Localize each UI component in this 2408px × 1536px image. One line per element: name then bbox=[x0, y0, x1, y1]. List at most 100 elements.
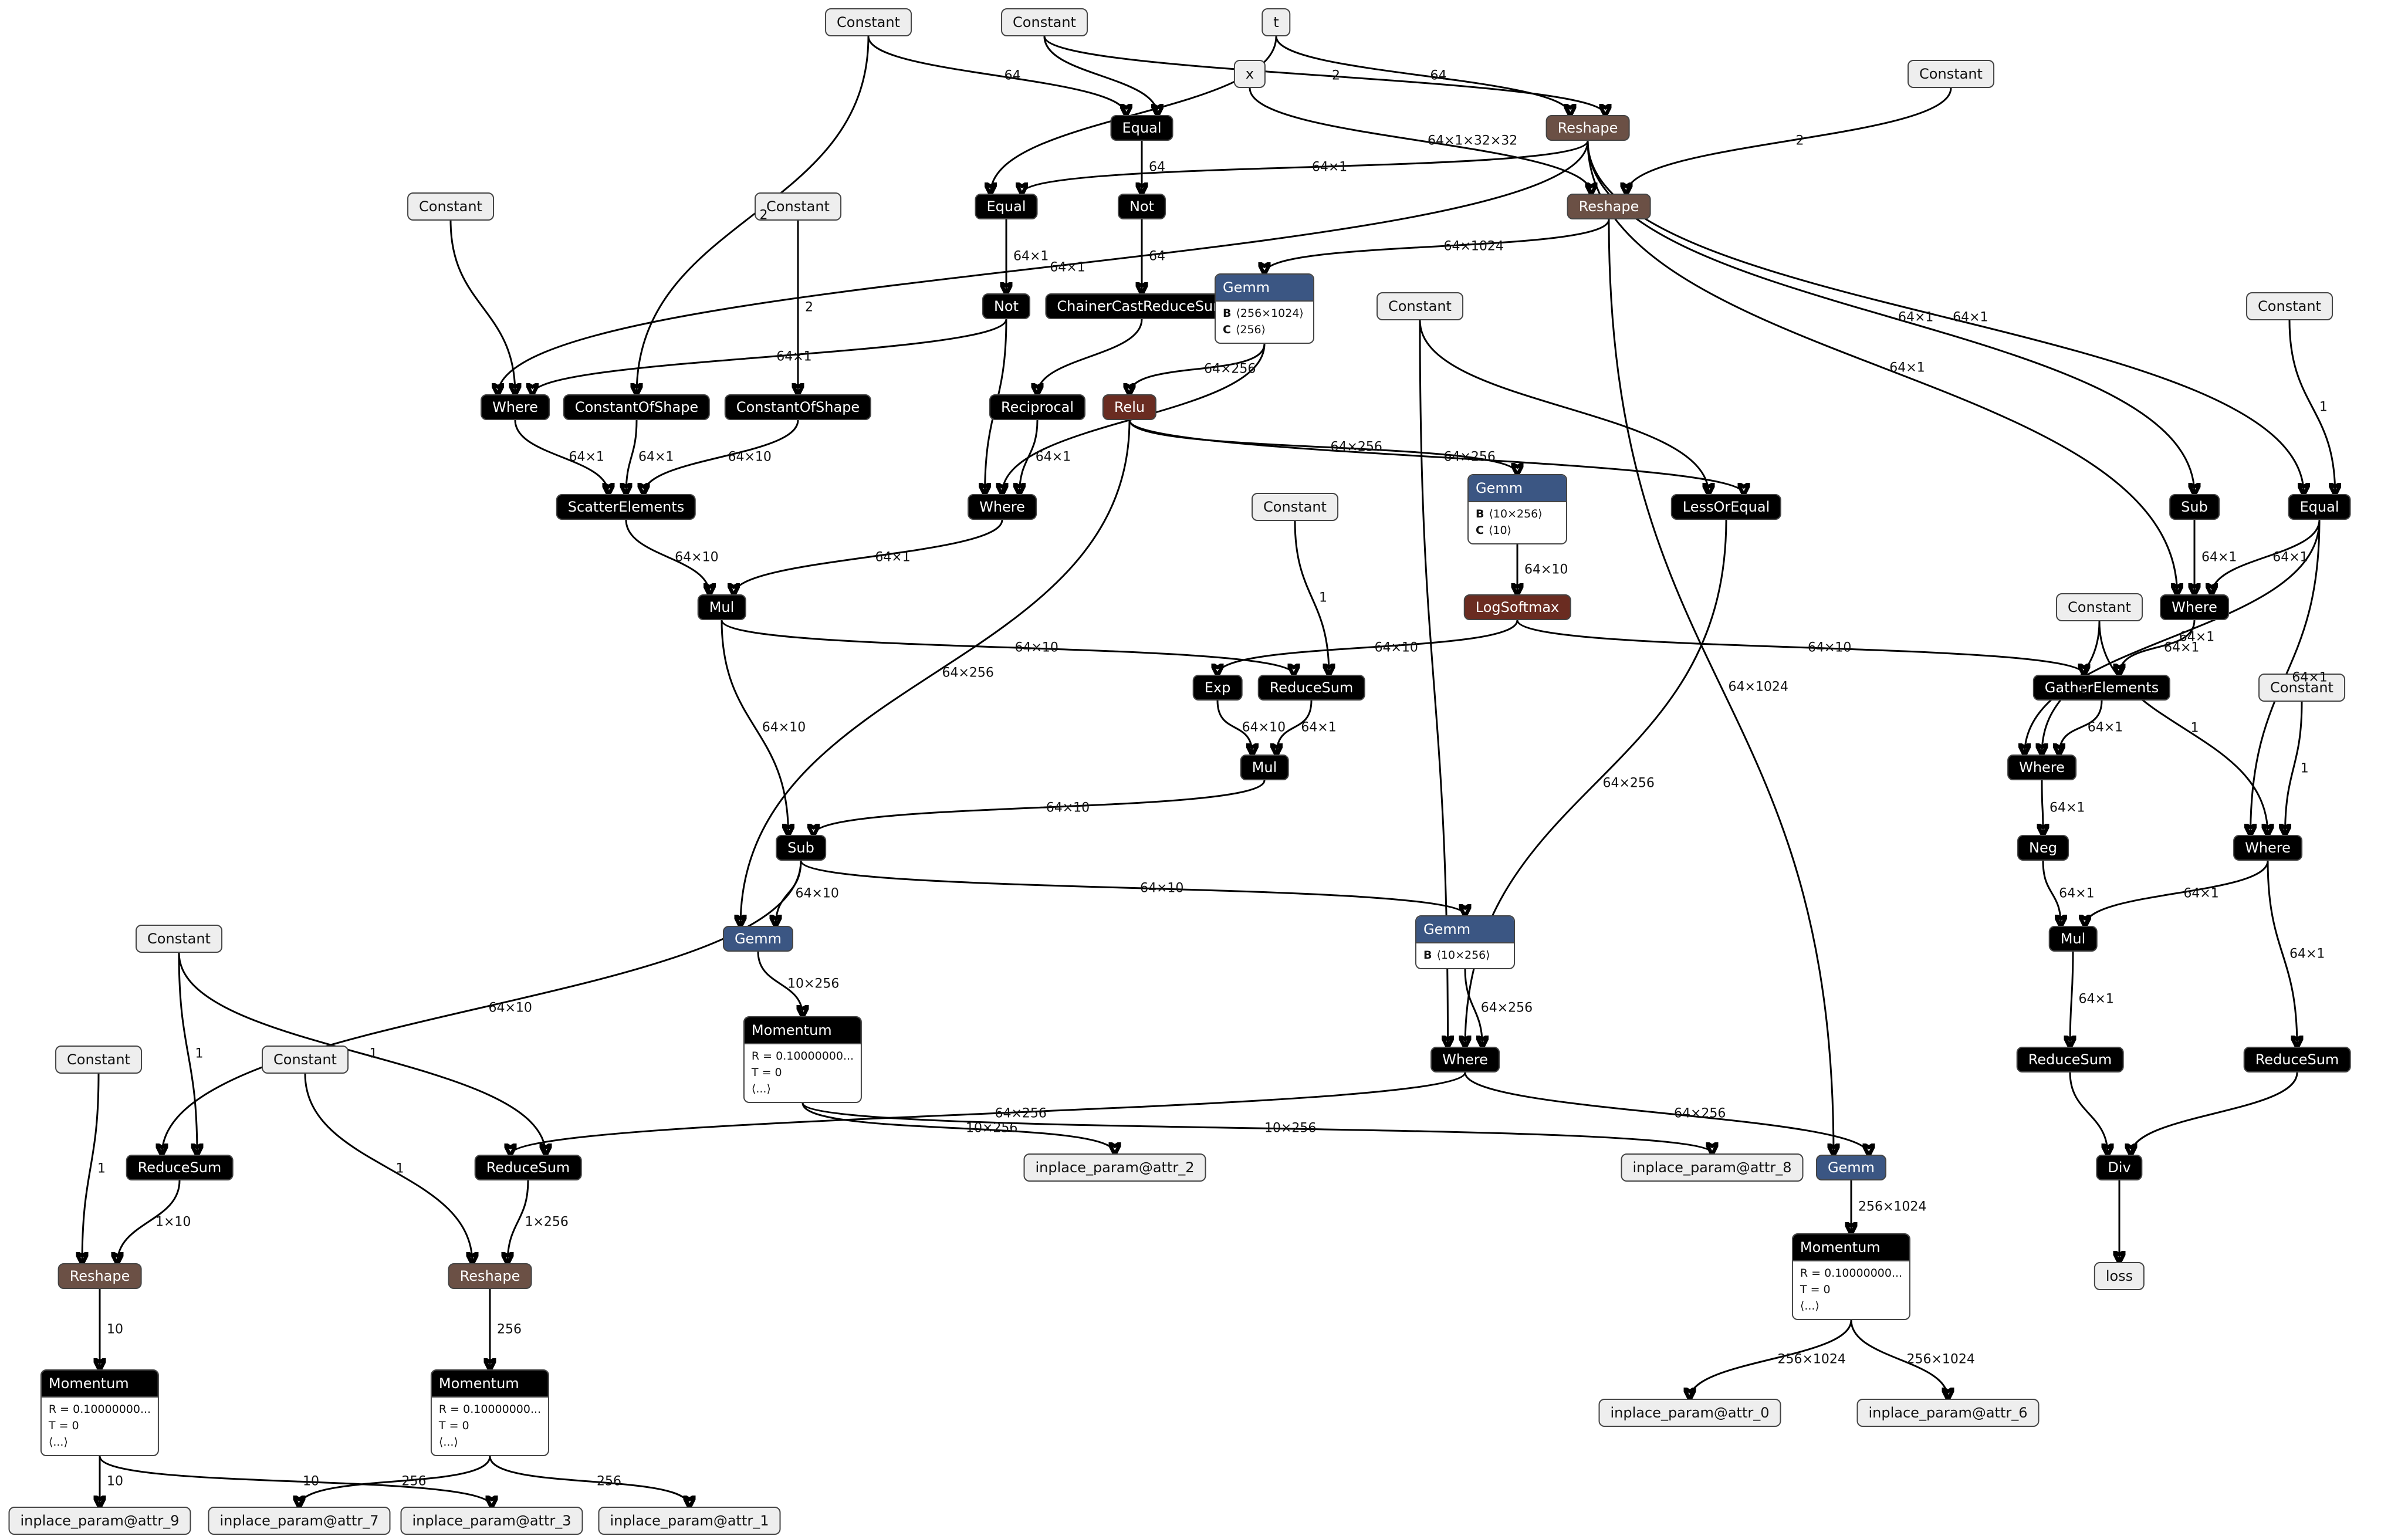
node-const-right-2[interactable]: Constant bbox=[2246, 292, 2333, 320]
node-chainer-cast[interactable]: ChainerCastReduceSum bbox=[1045, 293, 1239, 319]
node-logsoftmax[interactable]: LogSoftmax bbox=[1463, 594, 1571, 620]
node-const-left-4[interactable]: Constant bbox=[262, 1046, 349, 1074]
node-where-1[interactable]: Where bbox=[481, 394, 550, 420]
node-param-attr-2[interactable]: inplace_param@attr_2 bbox=[1023, 1153, 1206, 1182]
node-div[interactable]: Div bbox=[2096, 1155, 2143, 1180]
edge-gemm-4-to-where-3 bbox=[1464, 969, 1482, 1047]
node-reducesum-l2[interactable]: ReduceSum bbox=[474, 1155, 582, 1180]
node-reshape-t[interactable]: Reshape bbox=[1545, 115, 1630, 141]
node-mul-1[interactable]: Mul bbox=[697, 594, 746, 620]
node-attribute-row: B⟨10×256⟩ bbox=[1476, 506, 1559, 522]
node-reducesum-right-1[interactable]: ReduceSum bbox=[2016, 1047, 2124, 1073]
node-param-attr-7[interactable]: inplace_param@attr_7 bbox=[208, 1507, 391, 1535]
node-where-2[interactable]: Where bbox=[968, 494, 1037, 520]
node-param-attr-9[interactable]: inplace_param@attr_9 bbox=[8, 1507, 191, 1535]
node-sub-right[interactable]: Sub bbox=[2169, 494, 2220, 520]
edge-mul-2-to-sub-1 bbox=[813, 780, 1266, 835]
node-constofshape-2[interactable]: ConstantOfShape bbox=[724, 394, 872, 420]
edge-label: 64 bbox=[1149, 249, 1165, 264]
node-const-mid-1[interactable]: Constant bbox=[755, 192, 841, 221]
node-equal-top[interactable]: Equal bbox=[1110, 115, 1173, 141]
node-attribute-row: R = 0.10000000... bbox=[1800, 1265, 1902, 1281]
node-gemm-3[interactable]: Gemm bbox=[722, 926, 794, 952]
node-const-right-3[interactable]: Constant bbox=[2056, 593, 2143, 621]
node-attributes: R = 0.10000000...T = 0 ⟨...⟩ bbox=[432, 1398, 548, 1455]
node-const-top-b[interactable]: Constant bbox=[1001, 8, 1088, 36]
node-const-left-2[interactable]: Constant bbox=[136, 925, 222, 953]
edge-where-right-2-to-neg bbox=[2042, 780, 2043, 835]
edge-label: 64×1 bbox=[1013, 249, 1049, 264]
node-attribute-row: C⟨256⟩ bbox=[1223, 322, 1306, 338]
node-param-attr-8[interactable]: inplace_param@attr_8 bbox=[1621, 1153, 1804, 1182]
node-where-right-1[interactable]: Where bbox=[2160, 594, 2229, 620]
edge-label: 64×1 bbox=[2292, 670, 2328, 685]
node-gemm-5[interactable]: Gemm bbox=[1815, 1155, 1887, 1180]
edge-const-left-2-to-reducesum-l2 bbox=[178, 952, 546, 1155]
node-reshape-l2[interactable]: Reshape bbox=[448, 1263, 532, 1289]
node-reducesum-l1[interactable]: ReduceSum bbox=[126, 1155, 234, 1180]
edge-sub-1-to-gemm-4 bbox=[800, 860, 1465, 915]
node-constofshape-1[interactable]: ConstantOfShape bbox=[563, 394, 711, 420]
node-const-mid-2[interactable]: Constant bbox=[1377, 292, 1463, 320]
node-const-mid-3[interactable]: Constant bbox=[1252, 493, 1338, 521]
node-where-right-3[interactable]: Where bbox=[2233, 835, 2302, 861]
node-attribute-row: ⟨...⟩ bbox=[1800, 1298, 1902, 1314]
node-relu[interactable]: Relu bbox=[1102, 394, 1157, 420]
node-sub-1[interactable]: Sub bbox=[776, 835, 826, 861]
node-const-right-4[interactable]: Constant bbox=[2258, 674, 2345, 702]
attribute-key: C bbox=[1223, 323, 1231, 336]
node-where-right-2[interactable]: Where bbox=[2007, 755, 2076, 780]
node-param-attr-6[interactable]: inplace_param@attr_6 bbox=[1856, 1399, 2040, 1427]
node-const-left-1[interactable]: Constant bbox=[407, 192, 494, 221]
node-where-3[interactable]: Where bbox=[1430, 1047, 1500, 1073]
edge-label: 64×256 bbox=[1330, 439, 1382, 455]
node-reducesum-1[interactable]: ReduceSum bbox=[1257, 675, 1365, 701]
edge-label: 64×1 bbox=[2059, 886, 2095, 901]
node-const-top-a[interactable]: Constant bbox=[825, 8, 912, 36]
node-reducesum-right-2[interactable]: ReduceSum bbox=[2243, 1047, 2351, 1073]
node-mul-2[interactable]: Mul bbox=[1240, 755, 1289, 780]
node-param-attr-0[interactable]: inplace_param@attr_0 bbox=[1598, 1399, 1781, 1427]
node-reshape-x[interactable]: Reshape bbox=[1567, 194, 1651, 219]
edge-mul-1-to-reducesum-1 bbox=[721, 620, 1294, 675]
node-loss[interactable]: loss bbox=[2094, 1262, 2145, 1290]
node-attributes: R = 0.10000000...T = 0 ⟨...⟩ bbox=[1793, 1261, 1909, 1319]
node-not-1[interactable]: Not bbox=[1117, 194, 1166, 219]
node-neg[interactable]: Neg bbox=[2017, 835, 2069, 861]
attribute-value: T = 0 bbox=[751, 1066, 782, 1079]
node-equal-2[interactable]: Equal bbox=[975, 194, 1038, 219]
node-exp[interactable]: Exp bbox=[1192, 675, 1243, 701]
node-const-top-right[interactable]: Constant bbox=[1908, 60, 1994, 88]
node-input-x[interactable]: x bbox=[1233, 60, 1266, 88]
attribute-key: B bbox=[1476, 508, 1484, 520]
edge-label: 2 bbox=[805, 300, 813, 315]
edge-label: 10×256 bbox=[787, 976, 840, 992]
node-gather[interactable]: GatherElements bbox=[2032, 675, 2171, 701]
node-param-attr-1[interactable]: inplace_param@attr_1 bbox=[598, 1507, 781, 1535]
node-param-attr-3[interactable]: inplace_param@attr_3 bbox=[400, 1507, 583, 1535]
edge-label: 1 bbox=[2300, 761, 2309, 776]
edge-momentum-4-to-param-attr-1 bbox=[489, 1456, 689, 1507]
node-reciprocal[interactable]: Reciprocal bbox=[989, 394, 1086, 420]
edge-reshape-t-to-equal-2 bbox=[1022, 140, 1589, 194]
edge-logsoftmax-to-exp bbox=[1217, 620, 1518, 675]
node-const-left-3[interactable]: Constant bbox=[55, 1046, 142, 1074]
node-input-t[interactable]: t bbox=[1262, 8, 1291, 36]
node-equal-right[interactable]: Equal bbox=[2288, 494, 2351, 520]
node-mul-right[interactable]: Mul bbox=[2048, 926, 2098, 952]
edge-label: 64×1 bbox=[1889, 360, 1925, 375]
node-scatter[interactable]: ScatterElements bbox=[556, 494, 696, 520]
node-lessorequal[interactable]: LessOrEqual bbox=[1670, 494, 1782, 520]
node-not-2[interactable]: Not bbox=[982, 293, 1031, 319]
edge-label: 64×1 bbox=[1035, 449, 1071, 465]
node-reshape-l1[interactable]: Reshape bbox=[58, 1263, 142, 1289]
edge-const-left-3-to-reshape-l1 bbox=[82, 1073, 100, 1263]
